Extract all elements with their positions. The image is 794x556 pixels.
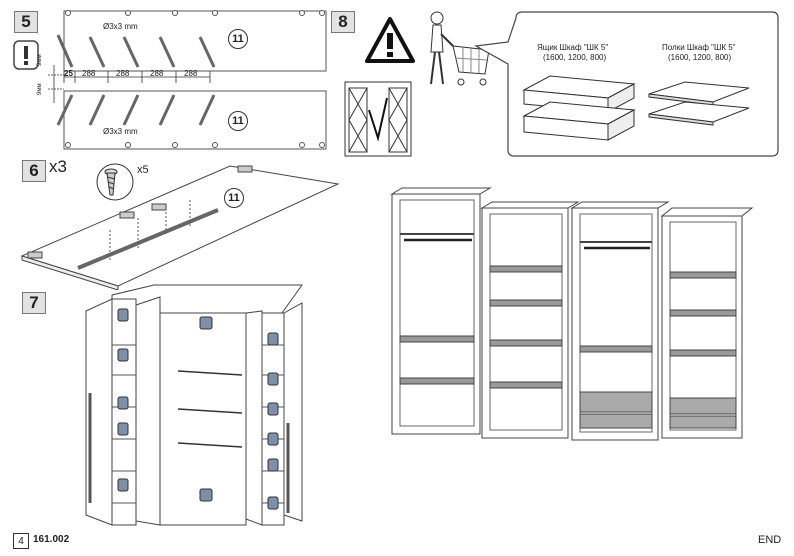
warning-icon (364, 16, 416, 64)
hole-note-bottom: Ø3x3 mm (103, 127, 138, 136)
dim-25: 25 (64, 69, 73, 78)
wardrobe-unit-2 (480, 201, 580, 439)
dim-9mm-bottom: 9мм (37, 83, 43, 95)
hole-note-top: Ø3x3 mm (103, 22, 138, 31)
dim-288-4: 288 (184, 69, 198, 78)
step-6-number: 6 (22, 160, 46, 182)
dim-9mm-top: 9мм (37, 54, 43, 66)
shelf-illustration (648, 81, 750, 126)
drawer-title: Ящик Шкаф "ШК 5" (537, 43, 609, 52)
dim-288-3: 288 (150, 69, 164, 78)
wardrobe-unit-1 (390, 187, 492, 435)
screw-count: x5 (137, 164, 149, 176)
step-5-drawing (48, 10, 327, 150)
part-11-badge-step6: 11 (224, 188, 244, 208)
screw-icon (96, 163, 134, 201)
shelf-title: Полки Шкаф "ШК 5" (662, 43, 736, 52)
page-number: 4 (13, 533, 29, 549)
wardrobe-unit-3 (570, 201, 670, 441)
document-code: 161.002 (33, 534, 70, 545)
shopping-cart-person-icon (423, 10, 495, 90)
step-7-number: 7 (22, 292, 46, 314)
step-6-multiplier: x3 (49, 157, 67, 176)
part-11-badge-bottom: 11 (228, 111, 248, 131)
dim-288-1: 288 (82, 69, 96, 78)
part-11-badge-top: 11 (228, 29, 248, 49)
step-8-wardrobe-set (390, 187, 754, 441)
step-6-drawing (20, 165, 340, 290)
attention-icon (13, 40, 39, 70)
step-5-number: 5 (14, 11, 38, 33)
drawer-sizes: (1600, 1200, 800) (543, 53, 607, 62)
step-7-drawing (85, 284, 303, 526)
dim-288-2: 288 (116, 69, 130, 78)
step-8-wardrobe-thumbnail (344, 81, 412, 157)
drawer-illustration (522, 75, 636, 141)
shelf-sizes: (1600, 1200, 800) (668, 53, 732, 62)
wardrobe-unit-4 (660, 207, 754, 439)
step-8-number: 8 (331, 11, 355, 33)
end-label: END (758, 534, 782, 546)
